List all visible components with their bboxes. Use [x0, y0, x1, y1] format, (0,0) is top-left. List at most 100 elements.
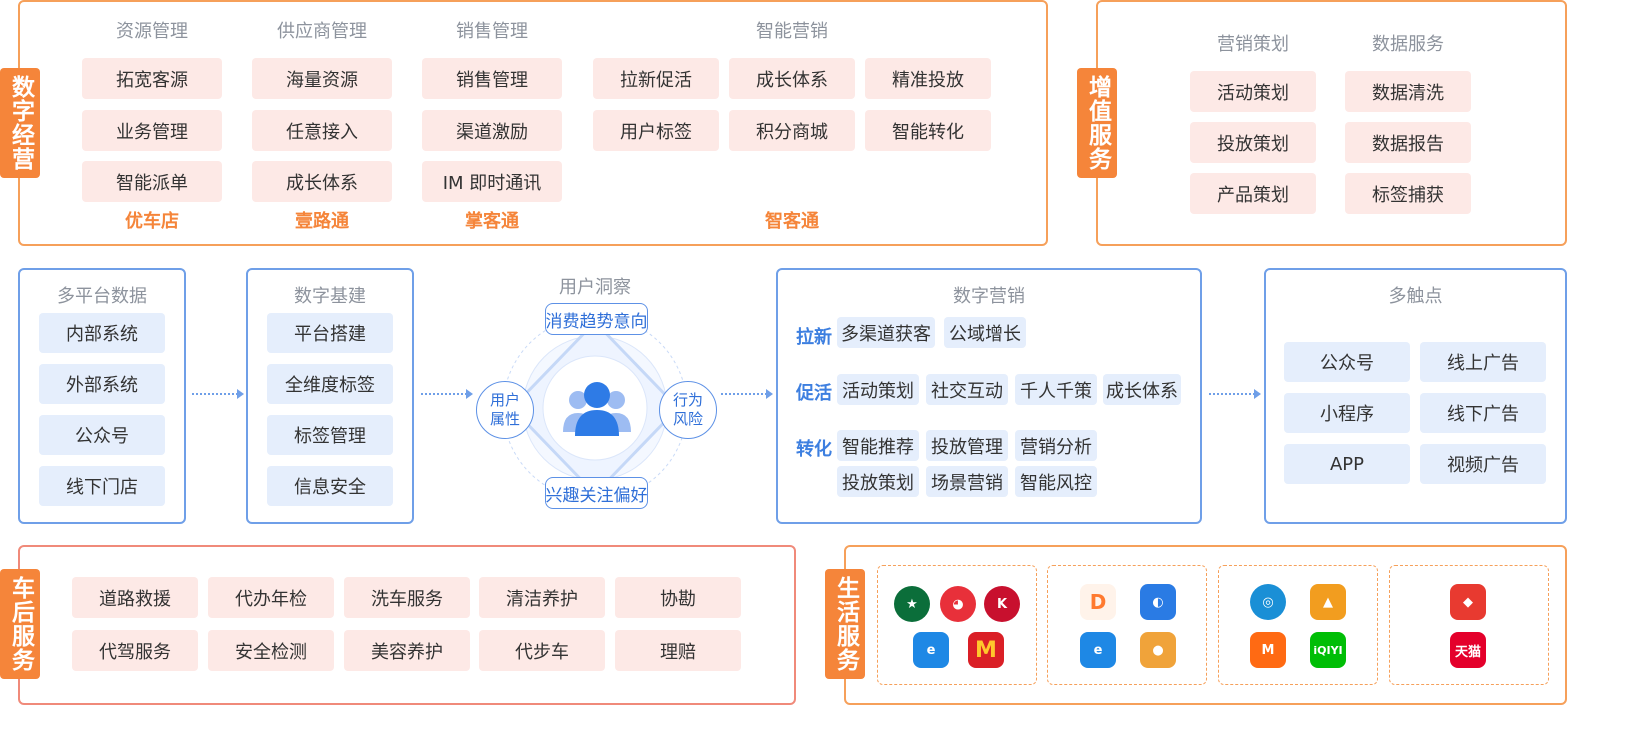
value-added-panel — [1096, 0, 1567, 246]
service-chip[interactable]: 美容养护 — [344, 630, 470, 671]
data-source-chip[interactable]: 线下门店 — [39, 466, 165, 506]
column-head: 智能营销 — [756, 21, 828, 42]
insight-behavior-risk[interactable]: 行为 风险 — [659, 381, 717, 439]
flow-arrow — [721, 389, 773, 399]
feature-chip[interactable]: 数据清洗 — [1345, 71, 1471, 112]
feature-chip[interactable]: 海量资源 — [252, 58, 392, 99]
eleme-round-icon[interactable]: e — [1080, 632, 1116, 668]
marketing-row-label: 转化 — [796, 439, 832, 460]
feature-chip[interactable]: 成长体系 — [729, 58, 855, 99]
pig-app-icon[interactable]: ● — [1140, 632, 1176, 668]
service-chip[interactable]: 安全检测 — [208, 630, 334, 671]
panel-title: 多平台数据 — [57, 286, 147, 307]
digital-ops-tag: 数字经营 — [0, 68, 40, 178]
infra-chip[interactable]: 平台搭建 — [267, 313, 393, 353]
feature-chip[interactable]: 用户标签 — [593, 110, 719, 151]
service-chip[interactable]: 清洁养护 — [479, 577, 605, 618]
marketing-chip[interactable]: 活动策划 — [837, 374, 919, 405]
marketing-chip[interactable]: 社交互动 — [926, 374, 1008, 405]
insight-user-attribute[interactable]: 用户 属性 — [476, 381, 534, 439]
feature-chip[interactable]: 精准投放 — [865, 58, 991, 99]
data-source-chip[interactable]: 公众号 — [39, 415, 165, 455]
column-head: 数据服务 — [1372, 34, 1444, 55]
eleme-icon[interactable]: e — [913, 632, 949, 668]
tmall-cat-icon[interactable]: ◕ — [940, 586, 976, 622]
didi-icon[interactable]: D — [1080, 584, 1116, 620]
flow-arrow — [192, 389, 244, 399]
touchpoint-chip[interactable]: 小程序 — [1284, 393, 1410, 433]
service-chip[interactable]: 洗车服务 — [344, 577, 470, 618]
user-group-icon — [563, 382, 631, 436]
logo-group — [877, 565, 1037, 685]
feature-chip[interactable]: 产品策划 — [1190, 173, 1316, 214]
after-sales-tag: 车后服务 — [0, 569, 40, 679]
touchpoint-chip[interactable]: 线下广告 — [1420, 393, 1546, 433]
iqiyi-icon[interactable]: iQIYI — [1310, 632, 1346, 668]
marketing-chip[interactable]: 场景营销 — [926, 466, 1008, 497]
brand-label: 掌客通 — [465, 211, 519, 232]
touchpoint-chip[interactable]: 线上广告 — [1420, 342, 1546, 382]
marketing-chip[interactable]: 投放策划 — [837, 466, 919, 497]
marketing-chip[interactable]: 多渠道获客 — [837, 317, 935, 348]
china-mobile-icon[interactable]: ◎ — [1250, 584, 1286, 620]
marketing-chip[interactable]: 智能推荐 — [837, 430, 919, 461]
service-chip[interactable]: 道路救援 — [72, 577, 198, 618]
service-chip[interactable]: 代办年检 — [208, 577, 334, 618]
touchpoint-chip[interactable]: 视频广告 — [1420, 444, 1546, 484]
feature-chip[interactable]: 拓宽客源 — [82, 58, 222, 99]
marketing-chip[interactable]: 公域增长 — [944, 317, 1026, 348]
feature-chip[interactable]: 标签捕获 — [1345, 173, 1471, 214]
dolphin-app-icon[interactable]: ◐ — [1140, 584, 1176, 620]
data-source-chip[interactable]: 外部系统 — [39, 364, 165, 404]
feature-chip[interactable]: 智能派单 — [82, 161, 222, 202]
insight-consumption-trend[interactable]: 消费趋势意向 — [545, 303, 648, 335]
feature-chip[interactable]: 活动策划 — [1190, 71, 1316, 112]
marketing-chip[interactable]: 成长体系 — [1103, 374, 1181, 405]
feature-chip[interactable]: 业务管理 — [82, 110, 222, 151]
marketing-chip[interactable]: 投放管理 — [926, 430, 1008, 461]
kfc-icon[interactable]: K — [984, 586, 1020, 622]
touchpoint-chip[interactable]: 公众号 — [1284, 342, 1410, 382]
feature-chip[interactable]: 成长体系 — [252, 161, 392, 202]
koi-app-icon[interactable]: ◆ — [1450, 584, 1486, 620]
starbucks-icon[interactable]: ★ — [894, 586, 930, 622]
flow-arrow — [1209, 389, 1261, 399]
tmall-label: 天猫 — [1454, 644, 1481, 660]
feature-chip[interactable]: 拉新促活 — [593, 58, 719, 99]
insight-interest-preference[interactable]: 兴趣关注偏好 — [545, 477, 648, 509]
feature-chip[interactable]: 数据报告 — [1345, 122, 1471, 163]
panel-title: 数字基建 — [294, 286, 366, 307]
column-head: 供应商管理 — [277, 21, 367, 42]
feature-chip[interactable]: 投放策划 — [1190, 122, 1316, 163]
infra-chip[interactable]: 信息安全 — [267, 466, 393, 506]
mango-tv-icon[interactable]: M — [1250, 632, 1286, 668]
column-head: 资源管理 — [116, 21, 188, 42]
service-chip[interactable]: 协勘 — [615, 577, 741, 618]
tmall-icon[interactable]: 天猫 — [1450, 632, 1486, 668]
column-head: 销售管理 — [456, 21, 528, 42]
panel-title: 数字营销 — [953, 286, 1025, 307]
column-head: 营销策划 — [1217, 34, 1289, 55]
service-chip[interactable]: 理赔 — [615, 630, 741, 671]
after-sales-panel — [18, 545, 796, 705]
infra-chip[interactable]: 标签管理 — [267, 415, 393, 455]
feature-chip[interactable]: 智能转化 — [865, 110, 991, 151]
service-chip[interactable]: 代驾服务 — [72, 630, 198, 671]
feature-chip[interactable]: 销售管理 — [422, 58, 562, 99]
touchpoint-chip[interactable]: APP — [1284, 444, 1410, 484]
logo-group — [1218, 565, 1378, 685]
marketing-chip[interactable]: 千人千策 — [1015, 374, 1097, 405]
tencent-game-icon[interactable]: ▲ — [1310, 584, 1346, 620]
marketing-chip[interactable]: 智能风控 — [1015, 466, 1097, 497]
mcdonalds-icon[interactable]: M — [968, 632, 1004, 668]
marketing-chip[interactable]: 营销分析 — [1015, 430, 1097, 461]
feature-chip[interactable]: 渠道激励 — [422, 110, 562, 151]
marketing-row-label: 促活 — [796, 383, 832, 404]
infra-chip[interactable]: 全维度标签 — [267, 364, 393, 404]
service-chip[interactable]: 代步车 — [479, 630, 605, 671]
feature-chip[interactable]: IM 即时通讯 — [422, 161, 562, 202]
panel-title: 多触点 — [1388, 286, 1443, 307]
feature-chip[interactable]: 积分商城 — [729, 110, 855, 151]
feature-chip[interactable]: 任意接入 — [252, 110, 392, 151]
data-source-chip[interactable]: 内部系统 — [39, 313, 165, 353]
